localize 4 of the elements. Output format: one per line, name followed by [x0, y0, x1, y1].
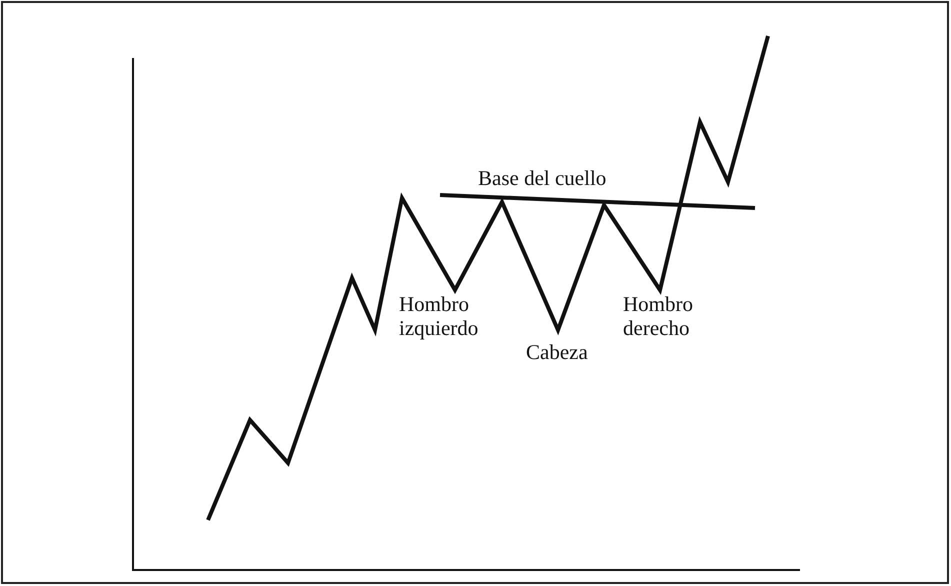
pattern-label: Cabeza [526, 340, 588, 364]
pattern-label: Hombro izquierdo [399, 292, 480, 340]
neckline-label: Base del cuello [478, 166, 606, 190]
pattern-label: Hombro derecho [623, 292, 694, 340]
